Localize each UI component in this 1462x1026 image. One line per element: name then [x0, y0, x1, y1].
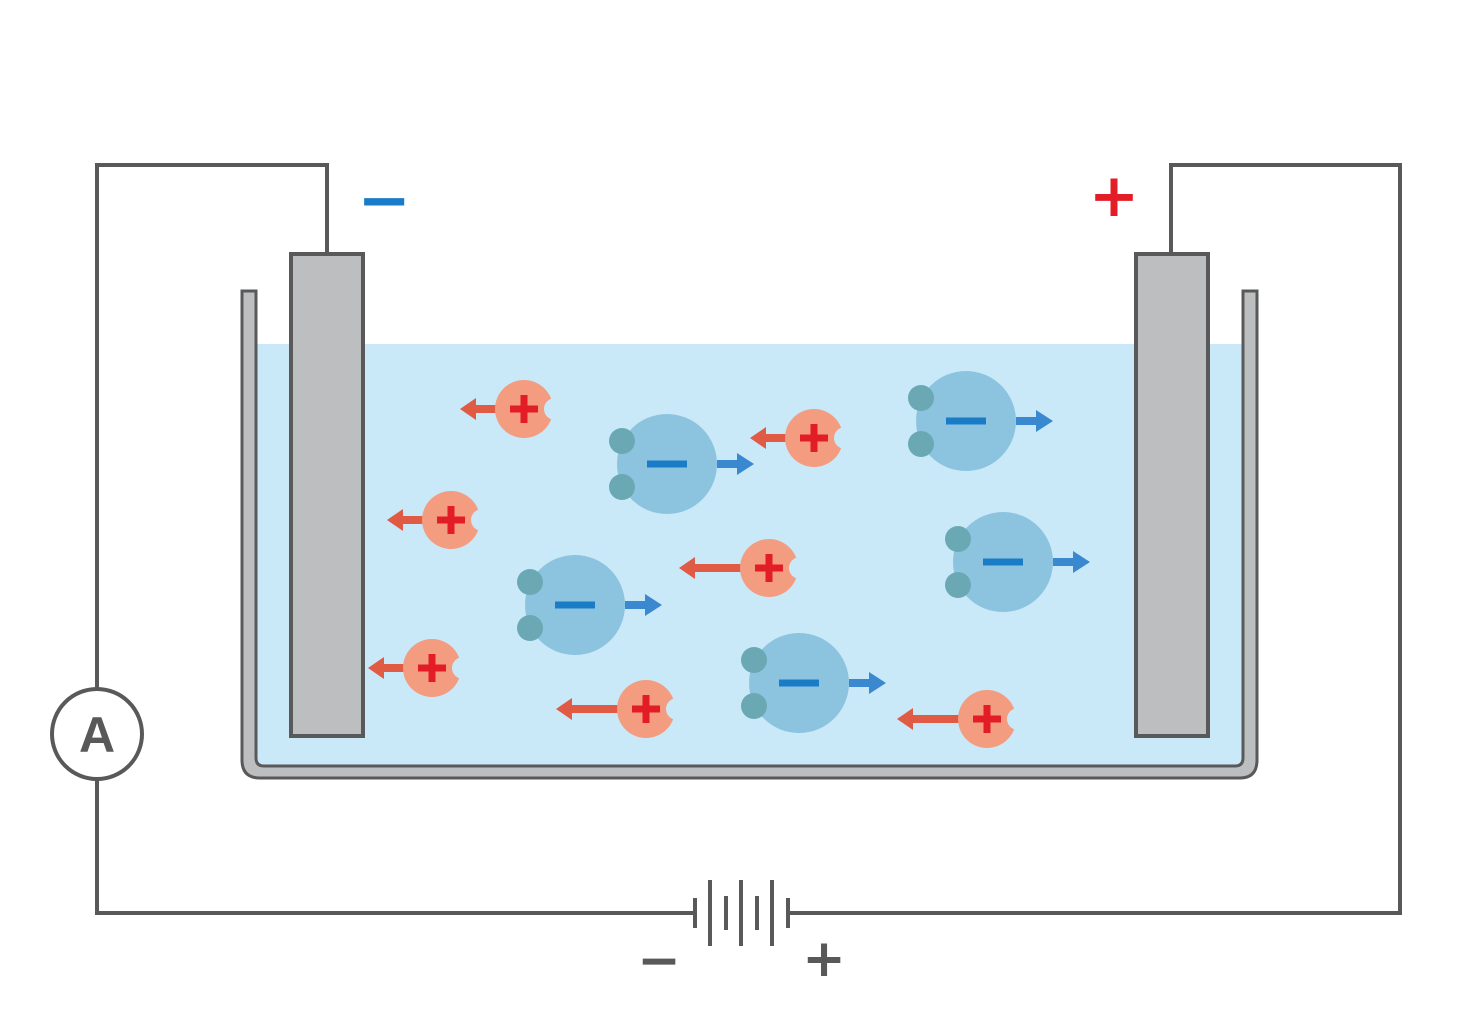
- wire-left-bottom: [95, 780, 695, 915]
- anion-minus-sign: [779, 679, 819, 687]
- cation-notch: [789, 557, 811, 579]
- ammeter: A: [50, 687, 144, 781]
- anion-minus-sign: [946, 417, 986, 425]
- anion-ion: [908, 371, 1053, 471]
- cation-arrow-shaft: [401, 516, 424, 524]
- cation-arrow-head: [679, 557, 695, 579]
- anion-nub: [517, 615, 543, 641]
- cation-arrow-head: [750, 427, 766, 449]
- ammeter-circle: [50, 687, 144, 781]
- anion-ion: [517, 555, 662, 655]
- cation-plus-vertical: [520, 395, 528, 423]
- anion-nub: [945, 572, 971, 598]
- cation-ion: [556, 680, 688, 738]
- cathode-electrode: [289, 252, 365, 738]
- anion-nub: [609, 428, 635, 454]
- cation-notch: [666, 698, 688, 720]
- anion-nub: [741, 647, 767, 673]
- cation-plus-vertical: [642, 695, 650, 723]
- cation-arrow-head: [368, 657, 384, 679]
- anion-nub: [517, 569, 543, 595]
- anode-electrode: [1134, 252, 1210, 738]
- anion-arrow-shaft: [849, 679, 871, 687]
- cation-ion: [897, 690, 1029, 748]
- cation-ion: [750, 409, 856, 467]
- cation-arrow-shaft: [911, 715, 960, 723]
- ions-layer: [368, 371, 1090, 748]
- cation-plus-vertical: [428, 654, 436, 682]
- battery-negative-label: −: [637, 931, 681, 991]
- anion-arrow-head: [645, 594, 662, 616]
- cation-arrow-shaft: [474, 405, 497, 413]
- anion-arrow-head: [1073, 551, 1090, 573]
- anion-ion: [609, 414, 754, 514]
- cation-plus-vertical: [447, 506, 455, 534]
- cation-ion: [679, 539, 811, 597]
- cation-arrow-shaft: [764, 434, 787, 442]
- wire-left-top: [95, 163, 329, 688]
- anion-nub: [908, 385, 934, 411]
- cation-plus-vertical: [810, 424, 818, 452]
- anion-arrow-head: [737, 453, 754, 475]
- anion-arrow-shaft: [625, 601, 647, 609]
- anion-ion: [945, 512, 1090, 612]
- anion-arrow-shaft: [717, 460, 739, 468]
- cation-notch: [452, 657, 474, 679]
- battery-positive-label: +: [802, 929, 846, 989]
- cation-arrow-head: [556, 698, 572, 720]
- wire-right: [788, 163, 1402, 915]
- cation-arrow-head: [897, 708, 913, 730]
- anion-nub: [908, 431, 934, 457]
- cation-arrow-shaft: [382, 664, 405, 672]
- cation-notch: [544, 398, 566, 420]
- cation-arrow-shaft: [570, 705, 619, 713]
- cathode-sign: −: [357, 164, 411, 238]
- cation-notch: [1007, 708, 1029, 730]
- cation-plus-vertical: [765, 554, 773, 582]
- anion-nub: [945, 526, 971, 552]
- cation-arrow-shaft: [693, 564, 742, 572]
- cation-notch: [834, 427, 856, 449]
- anion-nub: [741, 693, 767, 719]
- anion-minus-sign: [647, 460, 687, 468]
- anion-arrow-head: [869, 672, 886, 694]
- anion-nub: [609, 474, 635, 500]
- anion-arrow-shaft: [1053, 558, 1075, 566]
- container: [240, 289, 1259, 780]
- anion-minus-sign: [555, 601, 595, 609]
- anion-arrow-shaft: [1016, 417, 1038, 425]
- cation-arrow-head: [460, 398, 476, 420]
- anode-sign: +: [1089, 161, 1139, 231]
- anion-ion: [741, 633, 886, 733]
- anion-minus-sign: [983, 558, 1023, 566]
- cation-ion: [460, 380, 566, 438]
- anion-arrow-head: [1036, 410, 1053, 432]
- battery: [693, 880, 790, 946]
- cation-ion: [368, 639, 474, 697]
- ammeter-label: A: [79, 707, 115, 763]
- cation-plus-vertical: [983, 705, 991, 733]
- circuit-wires: [95, 163, 1402, 915]
- cation-arrow-head: [387, 509, 403, 531]
- container-outer: [240, 289, 1259, 780]
- cation-notch: [471, 509, 493, 531]
- cation-ion: [387, 491, 493, 549]
